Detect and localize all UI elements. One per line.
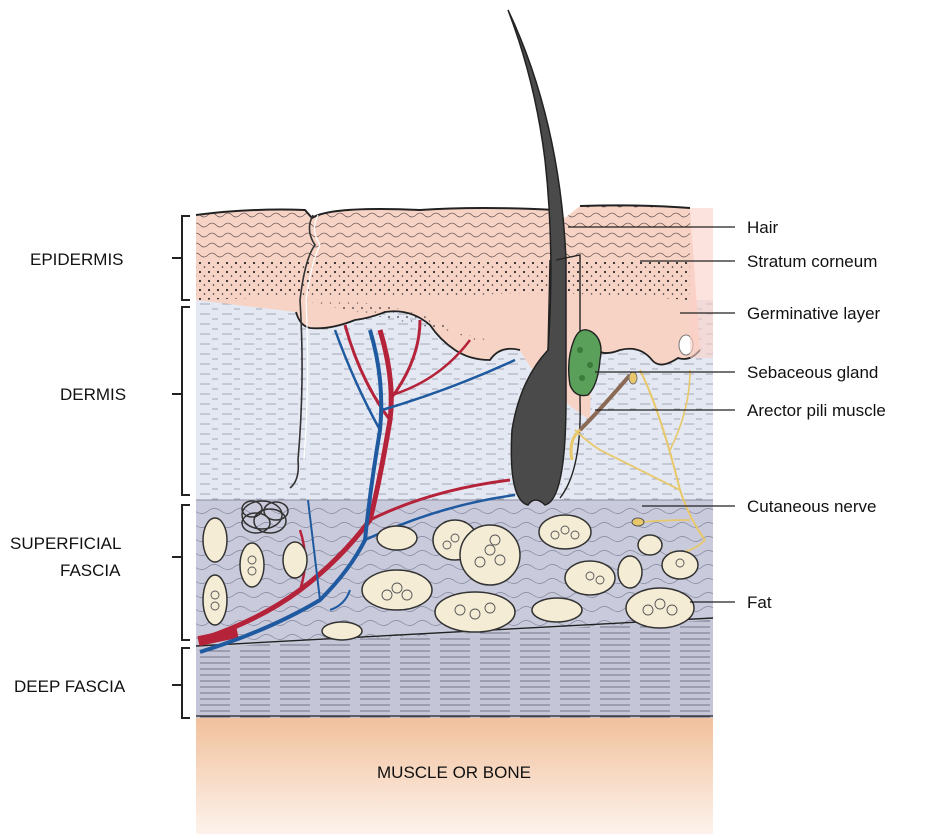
label-fat: Fat: [747, 593, 772, 612]
label-cutaneous-nerve: Cutaneous nerve: [747, 497, 876, 516]
label-stratum-corneum: Stratum corneum: [747, 252, 877, 271]
label-epidermis: EPIDERMIS: [30, 250, 124, 269]
label-superficial-fascia-line2: FASCIA: [60, 561, 121, 580]
left-brackets: [172, 216, 190, 718]
label-sebaceous-gland: Sebaceous gland: [747, 363, 878, 382]
label-dermis: DERMIS: [60, 385, 126, 404]
epidermis-edge: [690, 208, 713, 358]
label-muscle-or-bone: MUSCLE OR BONE: [377, 763, 531, 782]
label-superficial-fascia-line1: SUPERFICIAL: [10, 534, 121, 553]
label-deep-fascia: DEEP FASCIA: [14, 677, 126, 696]
label-germinative-layer: Germinative layer: [747, 304, 881, 323]
label-arrector-pili-muscle: Arector pili muscle: [747, 401, 886, 420]
label-hair: Hair: [747, 218, 779, 237]
